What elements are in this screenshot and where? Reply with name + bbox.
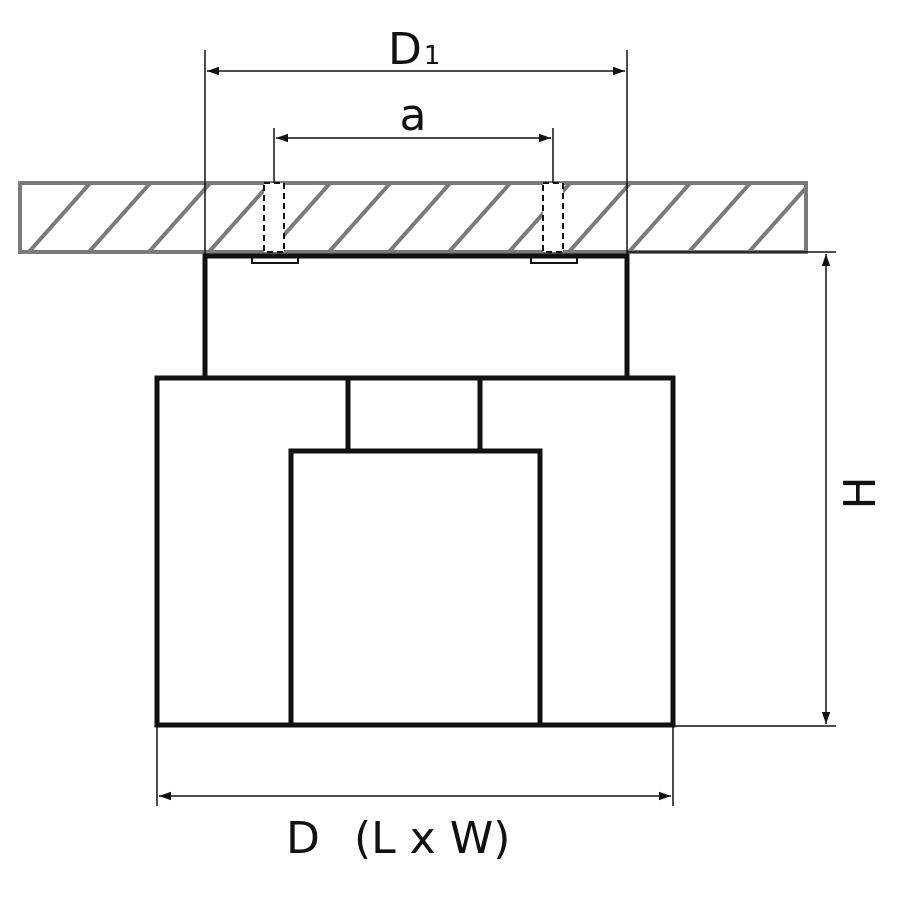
dimension-a: a [273,90,554,183]
ceiling-slab [18,181,808,254]
fixture-neck [345,378,483,451]
lamp-head [288,448,543,728]
dimension-d: D (L x W) [156,725,674,864]
svg-text:D1: D1 [388,24,440,75]
fixture-body [154,375,676,728]
dimension-d1-subscript: 1 [424,41,441,71]
mounting-screw-right [530,182,578,264]
dimension-d1: D1 [204,24,628,256]
dimension-a-label: a [400,90,427,141]
dimension-d-label: D [286,813,320,864]
dimension-d1-label: D [388,24,422,75]
dimension-h-label: H [835,476,886,509]
mounting-base [202,253,630,381]
dimension-d-lw-label: (L x W) [354,813,510,864]
dimension-h: H [627,251,886,727]
